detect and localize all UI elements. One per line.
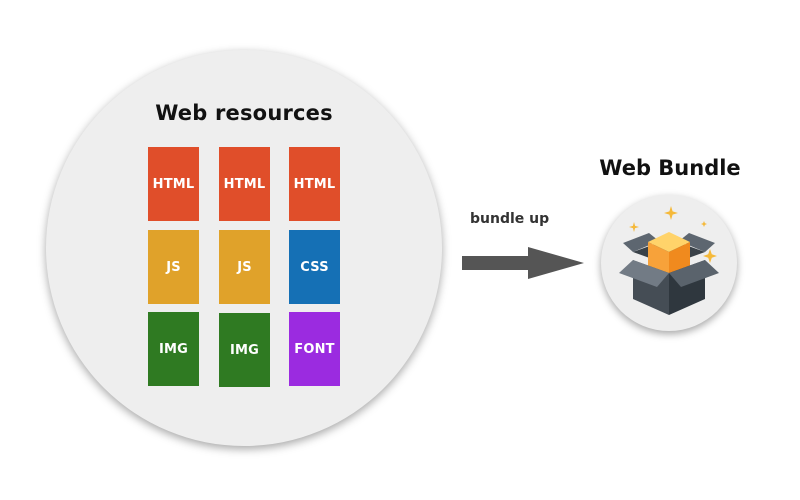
resource-tile-html: HTML [289,147,340,221]
sparkle-icon [629,206,717,263]
resource-tile-js: JS [219,230,270,304]
web-bundle-group [601,195,737,331]
resource-tile-font: FONT [289,312,340,386]
right-arrow-icon [462,247,584,279]
web-bundle-title: Web Bundle [599,156,741,180]
resource-tile-html: HTML [148,147,199,221]
web-resources-title: Web resources [155,101,333,125]
resource-tile-css: CSS [289,230,340,304]
resource-tile-js: JS [148,230,199,304]
open-box-icon [619,206,719,315]
bundle-up-label: bundle up [470,211,550,227]
resource-tile-html: HTML [219,147,270,221]
resource-tile-img: IMG [148,312,199,386]
web-resources-group: Web resources HTML HTML HTML JS JS CSS I… [46,50,442,446]
resource-tile-img: IMG [219,313,270,387]
